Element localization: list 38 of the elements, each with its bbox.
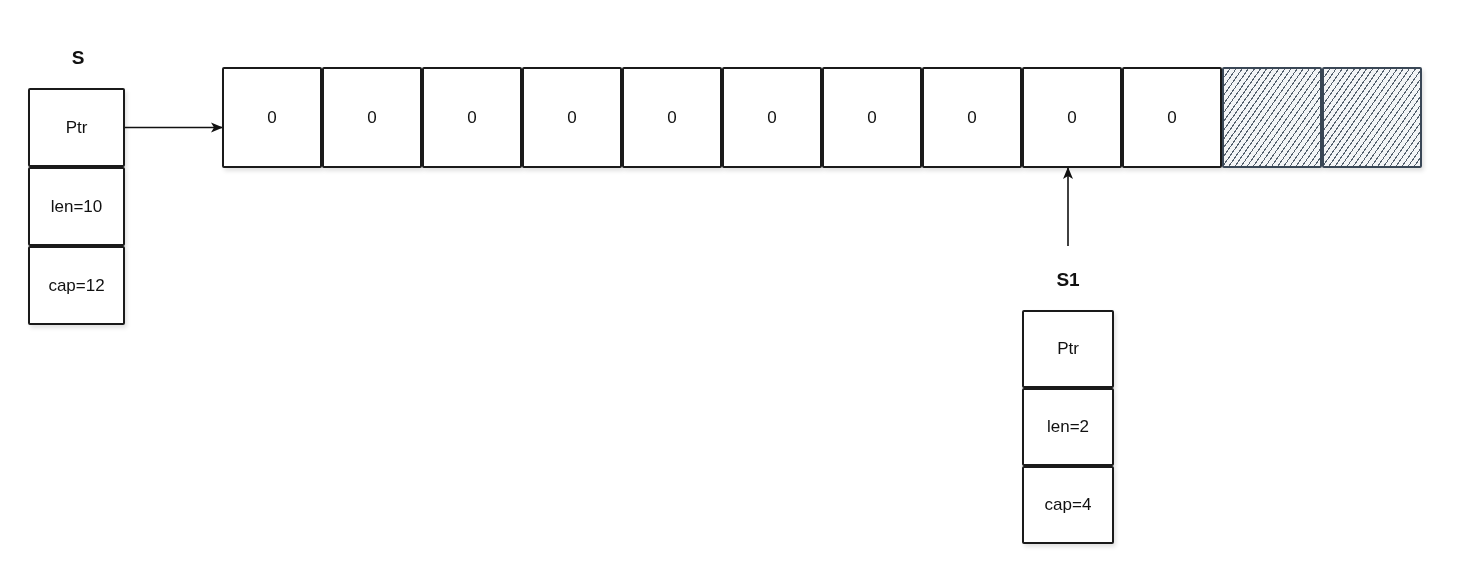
arrow (1063, 167, 1073, 247)
memory-cell (322, 67, 422, 168)
memory-cell (1022, 388, 1114, 466)
memory-cell (1022, 466, 1114, 544)
cell-value: Ptr (65, 117, 88, 138)
cell-value: 0 (1167, 107, 1177, 128)
cell-value: 0 (567, 107, 577, 128)
cell-value: 0 (267, 107, 277, 128)
hatched-cell (1322, 67, 1422, 168)
cell-value: 0 (1067, 107, 1077, 128)
memory-cell (1022, 67, 1122, 168)
memory-cell (722, 67, 822, 168)
cell-value: 0 (667, 107, 677, 128)
cell-value: 0 (467, 107, 477, 128)
memory-cell (822, 67, 922, 168)
slice-name: S1 (1048, 268, 1088, 292)
cell-value: len=10 (50, 196, 103, 217)
arrow (124, 122, 223, 133)
memory-cell (1022, 310, 1114, 388)
memory-cell (422, 67, 522, 168)
cell-value: 0 (867, 107, 877, 128)
cell-value: cap=4 (1044, 495, 1092, 515)
hatched-cell (1222, 67, 1322, 168)
memory-cell (222, 67, 322, 168)
memory-cell (522, 67, 622, 168)
cell-value: Ptr (1057, 339, 1079, 359)
cell-value: cap=12 (48, 275, 105, 296)
memory-cell (28, 246, 125, 325)
cell-value: 0 (767, 107, 777, 128)
cell-value: 0 (367, 107, 377, 128)
memory-cell (28, 167, 125, 246)
memory-cell (622, 67, 722, 168)
cell-value: 0 (967, 107, 977, 128)
memory-cell (28, 88, 125, 167)
memory-cell (1122, 67, 1222, 168)
cell-value: len=2 (1046, 417, 1090, 437)
slice-name: S (71, 47, 85, 69)
memory-cell (922, 67, 1022, 168)
